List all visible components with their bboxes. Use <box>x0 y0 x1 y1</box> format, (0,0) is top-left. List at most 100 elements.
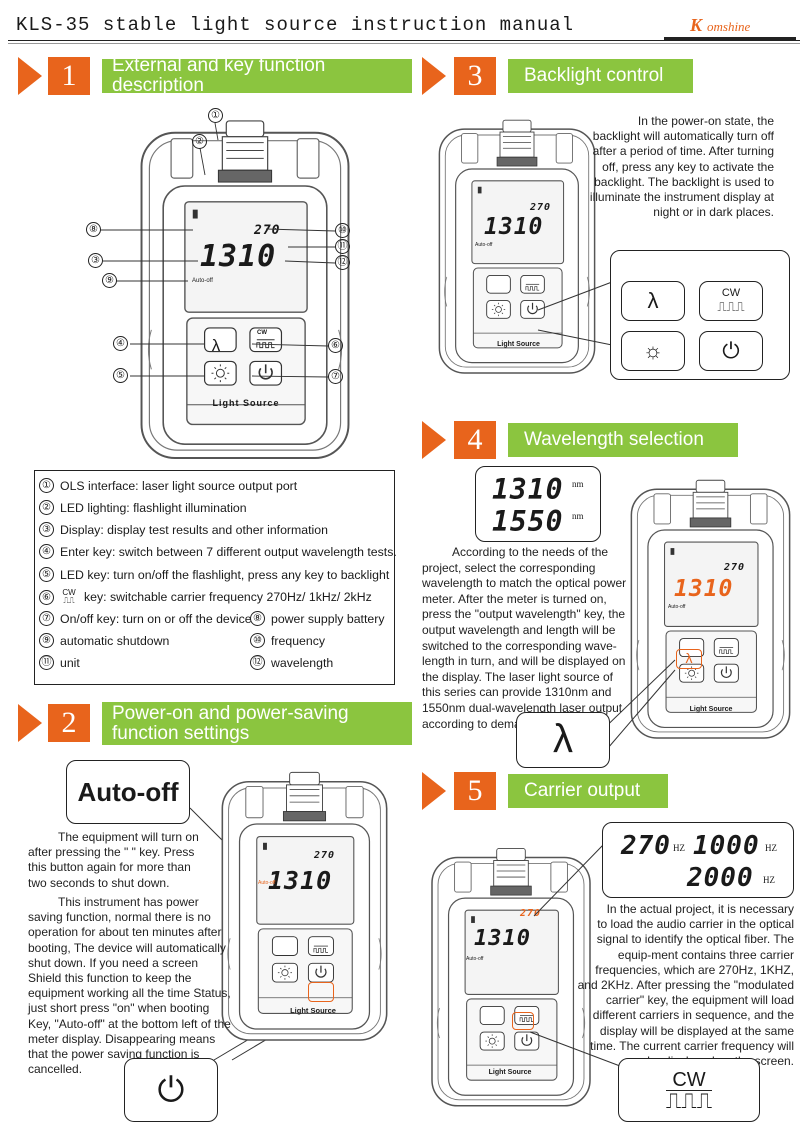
section-arrow-1 <box>18 57 42 95</box>
lambda-key-callout: λ <box>516 712 610 768</box>
unit-hz-3: HZ <box>763 875 775 885</box>
section-title-4: Wavelength selection <box>508 423 738 457</box>
device-label: Light Source <box>212 398 280 408</box>
wavelength-1310: 1310 <box>492 473 564 506</box>
device-label: Light Source <box>290 1006 336 1015</box>
section-number-5: 5 <box>454 772 496 810</box>
callout-9: ⑨ <box>102 273 117 288</box>
section-number-3: 3 <box>454 57 496 95</box>
device-label: Light Source <box>689 706 733 713</box>
section3-keys-callout: λ CW⎍⎍⎍ ☼ ⏻ <box>610 250 790 380</box>
display-auto-off: Auto-off <box>192 278 213 284</box>
display-auto-off: Auto-off <box>466 956 484 962</box>
brand-initial: K <box>690 15 703 35</box>
display-frequency-highlighted: 270 <box>520 908 542 919</box>
unit-hz-2: HZ <box>765 843 777 853</box>
callout-10: ⑩ <box>335 223 350 238</box>
callout-7: ⑦ <box>328 369 343 384</box>
callout-5: ⑤ <box>113 368 128 383</box>
section-title-3: Backlight control <box>508 59 693 93</box>
unit-hz-1: HZ <box>673 843 685 853</box>
device-illustration-3: 270 1310 Auto-off Light Source <box>432 118 602 374</box>
section4-paragraph: According to the needs of the project, s… <box>422 545 627 731</box>
device-illustration-2: 270 1310 Auto-off Light Source <box>221 770 388 1041</box>
section2-paragraph-1: The equipment will turn on after pressin… <box>28 830 199 890</box>
section-number-4: 4 <box>454 421 496 459</box>
freq-270: 270 <box>621 831 671 861</box>
device-illustration-5: 270 1310 Auto-off Light Source <box>431 826 591 1126</box>
power-key-highlight <box>308 982 334 1002</box>
section3-paragraph: In the power-on state, the backlight wil… <box>589 114 774 220</box>
callout-12: ⑫ <box>335 255 350 270</box>
display-wavelength: 1310 <box>474 926 531 951</box>
unit-nm-1: nm <box>572 479 584 489</box>
cw-mini-icon: CW⎍⎍ <box>62 588 76 605</box>
callout-6: ⑥ <box>328 338 343 353</box>
display-frequency: 270 <box>254 223 281 238</box>
power-key: ⏻ <box>699 331 763 371</box>
auto-off-callout: Auto-off <box>66 760 190 824</box>
power-icon: ⏻ <box>157 1070 185 1109</box>
device-illustration-4: 270 1310 Auto-off λ Light Source <box>628 478 793 739</box>
section-arrow-4 <box>422 421 446 459</box>
sun-icon: ☼ <box>642 338 664 363</box>
display-wavelength: 1310 <box>200 239 277 274</box>
section-arrow-3 <box>422 57 446 95</box>
device-label: Light Source <box>488 1069 532 1076</box>
document-title: KLS-35 stable light source instruction m… <box>16 14 575 36</box>
callout-8: ⑧ <box>86 222 101 237</box>
section-title-5: Carrier output <box>508 774 668 808</box>
freq-2000: 2000 <box>687 863 754 893</box>
section-arrow-2 <box>18 704 42 742</box>
cw-key-highlight <box>512 1012 534 1030</box>
display-auto-off-highlighted: Auto-off <box>258 880 276 886</box>
device-illustration-1: 270 1310 Auto-off λ CW Light Source <box>140 118 350 459</box>
power-icon: ⏻ <box>722 338 740 363</box>
display-wavelength-highlighted: 1310 <box>674 576 734 602</box>
cw-key: CW⎍⎍⎍ <box>699 281 763 321</box>
display-auto-off: Auto-off <box>668 604 686 610</box>
power-key-callout: ⏻ <box>124 1058 218 1122</box>
backlight-key: ☼ <box>621 331 685 371</box>
cw-key-callout: CW⎍⎍⎍ <box>618 1058 760 1122</box>
header-rule <box>8 40 800 41</box>
display-frequency: 270 <box>530 202 552 213</box>
section-title-2: Power-on and power-saving function setti… <box>102 702 412 745</box>
wavelength-1550: 1550 <box>492 505 564 538</box>
display-auto-off: Auto-off <box>475 242 493 248</box>
freq-1000: 1000 <box>693 831 760 861</box>
display-wavelength: 1310 <box>268 866 333 895</box>
display-frequency: 270 <box>724 562 746 573</box>
callout-3: ③ <box>88 253 103 268</box>
lambda-key-label: λ <box>211 336 221 355</box>
brand-name-rest: omshine <box>707 19 751 34</box>
section-number-1: 1 <box>48 57 90 95</box>
callout-4: ④ <box>113 336 128 351</box>
lambda-key-highlighted: λ <box>676 649 702 669</box>
section-arrow-5 <box>422 772 446 810</box>
lambda-key: λ <box>621 281 685 321</box>
wavelength-callout: 1310 nm 1550 nm <box>475 466 601 542</box>
display-wavelength: 1310 <box>484 214 544 240</box>
frequency-callout: 270 HZ 1000 HZ 2000 HZ <box>602 822 794 898</box>
section-number-2: 2 <box>48 704 90 742</box>
device-label: Light Source <box>497 341 540 348</box>
section2-paragraph-2: This instrument has power saving functio… <box>28 895 231 1077</box>
callout-1: ① <box>208 108 223 123</box>
section5-paragraph: In the actual project, it is necessary t… <box>577 902 794 1069</box>
